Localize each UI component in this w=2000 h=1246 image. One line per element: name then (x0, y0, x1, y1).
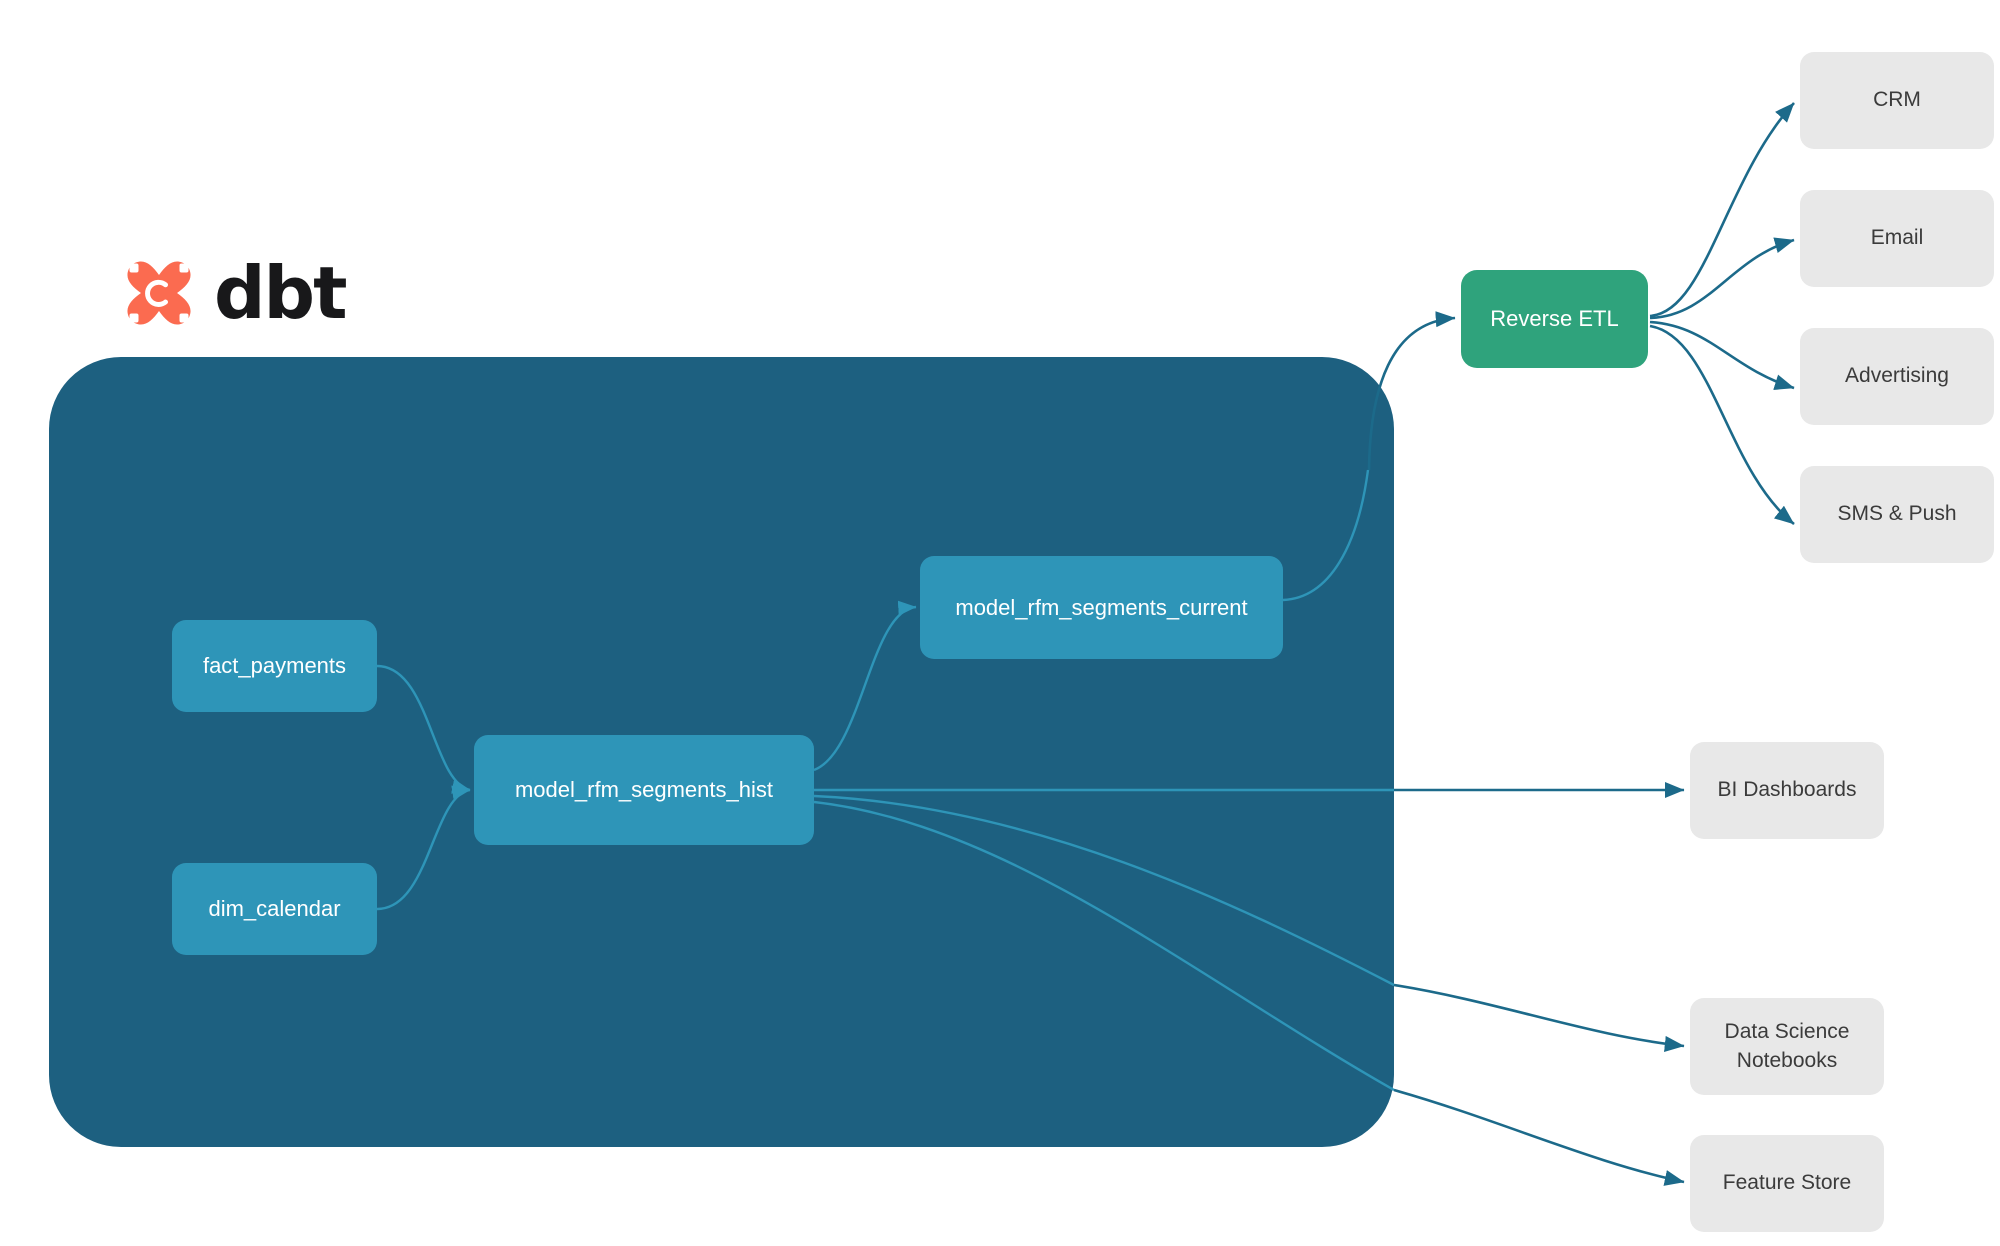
dbt-wordmark: dbt (214, 251, 347, 335)
model-node-dim-calendar[interactable]: dim_calendar (172, 863, 377, 955)
reverse-etl-node[interactable]: Reverse ETL (1461, 270, 1648, 368)
node-label: Email (1870, 226, 1924, 250)
node-label: Feature Store (1722, 1171, 1852, 1195)
model-node-rfm-segments-current[interactable]: model_rfm_segments_current (920, 556, 1283, 659)
destination-node-crm[interactable]: CRM (1800, 52, 1994, 149)
node-label: BI Dashboards (1717, 778, 1857, 802)
node-label-line2: Notebooks (1736, 1048, 1838, 1072)
dbt-logo: dbt (118, 251, 347, 335)
node-label: Reverse ETL (1490, 306, 1619, 331)
consumer-node-bi-dashboards[interactable]: BI Dashboards (1690, 742, 1884, 839)
node-label: dim_calendar (208, 896, 341, 921)
node-label: Advertising (1845, 364, 1949, 388)
model-node-fact-payments[interactable]: fact_payments (172, 620, 377, 712)
node-label: CRM (1873, 88, 1921, 112)
node-label: Data Science Notebooks (1725, 1018, 1850, 1075)
dbt-logo-icon (127, 261, 191, 325)
node-label: SMS & Push (1837, 502, 1957, 526)
node-label: fact_payments (202, 653, 347, 678)
destination-node-sms-push[interactable]: SMS & Push (1800, 466, 1994, 563)
destination-node-email[interactable]: Email (1800, 190, 1994, 287)
node-label-line1: Data Science (1724, 1020, 1850, 1044)
model-node-rfm-segments-hist[interactable]: model_rfm_segments_hist (474, 735, 814, 845)
node-label: model_rfm_segments_current (955, 594, 1248, 620)
consumer-node-data-science-notebooks[interactable]: Data Science Notebooks (1690, 998, 1884, 1095)
destination-node-advertising[interactable]: Advertising (1800, 328, 1994, 425)
node-label: model_rfm_segments_hist (514, 777, 773, 802)
consumer-node-feature-store[interactable]: Feature Store (1690, 1135, 1884, 1232)
